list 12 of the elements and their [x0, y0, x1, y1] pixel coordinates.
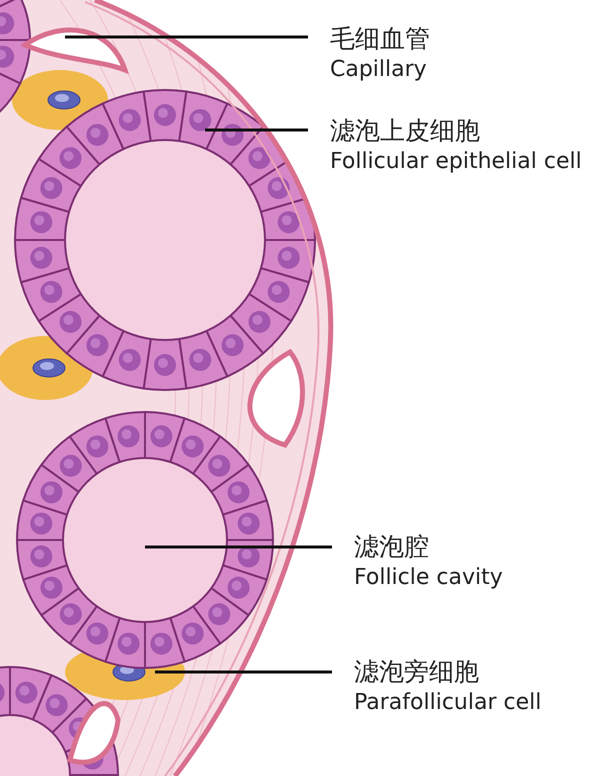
chinese-label: 滤泡旁细胞 [354, 656, 480, 688]
chinese-label: 滤泡腔 [354, 531, 430, 563]
english-label: Parafollicular cell [354, 689, 542, 717]
english-label: Capillary [330, 56, 428, 84]
english-label: Follicle cavity [354, 564, 504, 592]
english-label: Follicular epithelial cell [330, 148, 583, 176]
leader-line [145, 546, 332, 548]
leader-line [65, 36, 308, 38]
chinese-label: 滤泡上皮细胞 [330, 115, 481, 147]
leader-line [155, 670, 332, 674]
leader-line [205, 128, 308, 132]
chinese-label: 毛细血管 [330, 23, 431, 55]
